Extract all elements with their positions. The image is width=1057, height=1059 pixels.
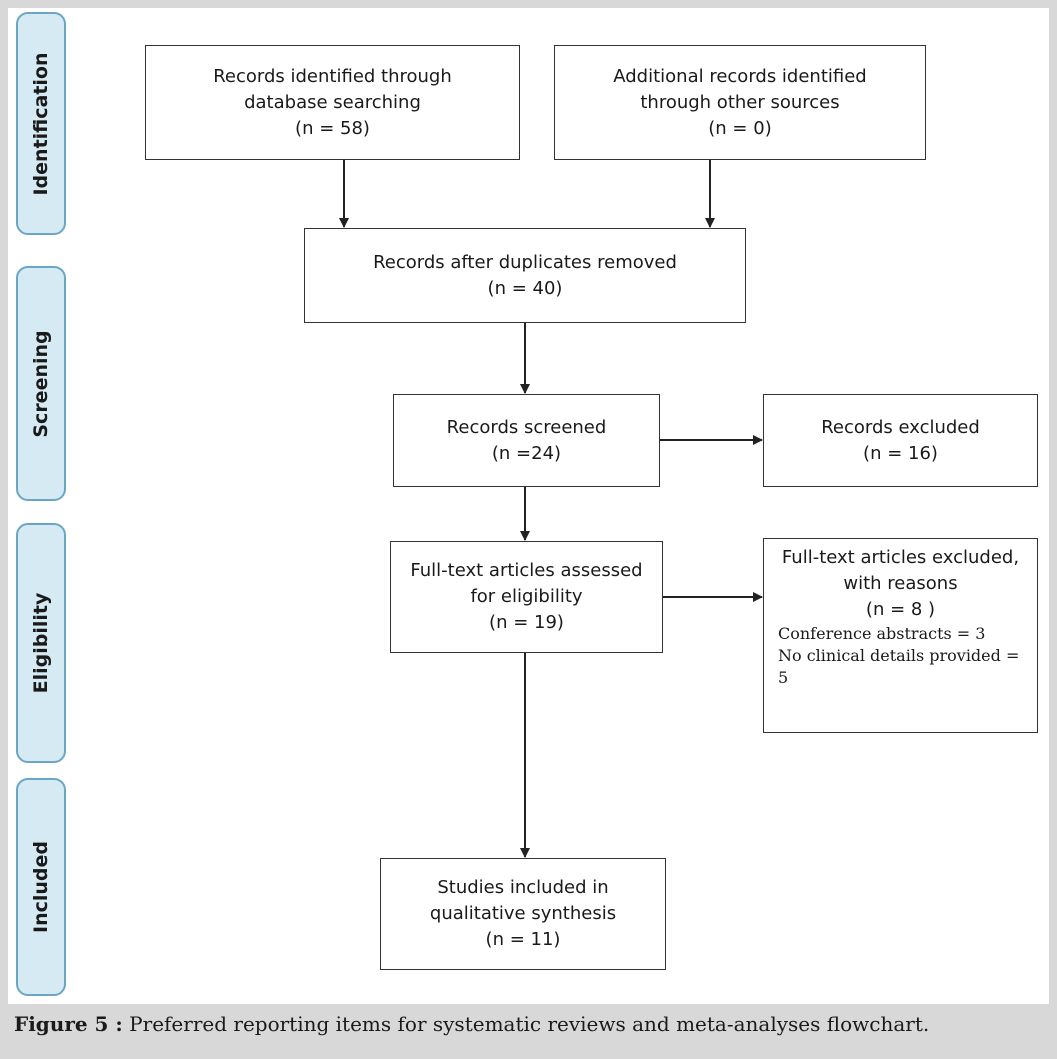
box-text: Records screened [446,416,607,438]
box-records-excluded: Records excluded (n = 16) [763,394,1038,487]
box-text: database searching [244,91,421,113]
box-text: Records identified through [213,65,452,87]
box-count: (n = 16) [863,442,938,464]
phase-included: Included [16,778,66,996]
figure-caption: Figure 5 : Preferred reporting items for… [14,1012,929,1036]
box-text: through other sources [640,91,840,113]
box-text: Records after duplicates removed [373,251,677,273]
box-count: (n = 19) [489,612,564,633]
phase-eligibility-label: Eligibility [30,592,52,694]
box-records-screened: Records screened (n =24) [393,394,660,487]
box-text: for eligibility [470,586,583,607]
box-text: Studies included in [437,877,609,898]
box-fulltext-excluded: Full-text articles excluded, with reason… [763,538,1038,733]
box-after-duplicates: Records after duplicates removed (n = 40… [304,228,746,323]
box-text: Additional records identified [613,65,867,87]
caption-text: Preferred reporting items for systematic… [129,1012,930,1036]
phase-included-label: Included [30,841,52,933]
box-text: with reasons [843,573,958,594]
exclusion-reason: No clinical details provided = [778,646,1020,665]
box-text: Full-text articles assessed [410,560,643,581]
caption-label: Figure 5 : [14,1012,123,1036]
box-count: (n = 11) [485,929,561,950]
phase-screening-label: Screening [30,329,52,438]
box-other-records: Additional records identified through ot… [554,45,926,160]
exclusion-reason: 5 [778,668,789,687]
box-text: Records excluded [821,416,980,438]
box-count: (n = 40) [487,277,563,299]
exclusion-reason: Conference abstracts = 3 [778,624,986,643]
box-count: (n =24) [491,442,562,464]
box-fulltext-assessed: Full-text articles assessed for eligibil… [390,541,663,653]
phase-eligibility: Eligibility [16,523,66,763]
box-count: (n = 0) [708,117,772,139]
box-text: Full-text articles excluded, [781,547,1020,568]
box-count: (n = 8 ) [865,599,936,620]
box-database-records: Records identified through database sear… [145,45,520,160]
box-included-studies: Studies included in qualitative synthesi… [380,858,666,970]
phase-screening: Screening [16,266,66,501]
box-text: qualitative synthesis [429,903,617,924]
box-count: (n = 58) [295,117,370,139]
prisma-flowchart: Identification Screening Eligibility Inc… [8,8,1049,1004]
phase-identification: Identification [16,12,66,235]
phase-identification-label: Identification [30,51,52,196]
